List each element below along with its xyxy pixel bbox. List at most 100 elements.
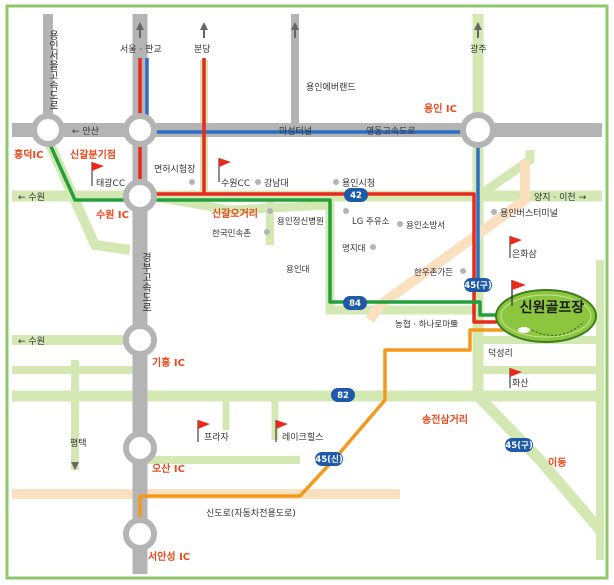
flag-icon (509, 236, 522, 258)
label-seoul-pangyo: 서울 · 판교 (120, 44, 162, 55)
arrow-up-icon-shaft (294, 30, 296, 38)
arrow-up-icon-shaft (203, 30, 205, 38)
destination-green[interactable] (495, 289, 597, 343)
dot-cityhall (333, 179, 339, 185)
route-red-east (204, 192, 505, 324)
route-orange (138, 328, 505, 520)
ic-singal-branch-circle[interactable] (123, 113, 157, 147)
ic-hongdeok-circle[interactable] (31, 113, 65, 147)
label-hwasan: 화산 (512, 378, 529, 389)
label-gwangju: 광주 (470, 43, 487, 55)
badge-45a (464, 278, 492, 292)
ic-giheung-circle[interactable] (123, 323, 157, 357)
arrow-down-icon (71, 462, 79, 470)
orange-light-roads (12, 160, 530, 499)
destination-inner-ring (500, 294, 592, 338)
label-osan-ic: 오산 IC (152, 462, 185, 475)
dot-myeonheo (189, 179, 195, 185)
dot-fire (397, 221, 403, 227)
ball-path (531, 321, 585, 336)
orange-road-ne (365, 160, 530, 323)
dot-lg (343, 208, 349, 214)
label-songjeon: 송전삼거리 (422, 413, 468, 426)
ic-osan-circle[interactable] (123, 431, 157, 465)
label-singal-branch: 신갈분기점 (70, 148, 116, 161)
flag-icon (275, 420, 288, 442)
dot-jeongsin (267, 208, 273, 214)
label-suwon-cc: 수원CC (221, 178, 250, 189)
label-praza: 프라자 (204, 432, 230, 443)
road-84-corridor (149, 191, 475, 315)
label-gangnam-univ: 강남대 (264, 178, 289, 189)
ic-seoan-circle[interactable] (123, 517, 157, 551)
arrow-up-icon (200, 22, 208, 30)
label-suwon-west-2: ← 수원 (18, 336, 45, 347)
destination-marker[interactable]: 신원골프장 (495, 280, 597, 343)
badge-45b (315, 452, 343, 466)
arrow-up-icon (136, 22, 144, 30)
label-yongin-seoul-highway: 용인서울고속도로 (47, 30, 59, 110)
route-green (46, 139, 500, 317)
label-yangji-icheon: 양지 · 이천 → (534, 192, 587, 203)
arrow-up-icon-shaft (477, 30, 479, 38)
dot-suwoncc (255, 179, 261, 185)
label-idong: 이동 (548, 456, 566, 469)
dot-myongji (370, 244, 376, 250)
label-pyeongtaek: 평택 (70, 438, 87, 449)
flag-icon (509, 368, 522, 388)
label-yongin-ic: 용인 IC (424, 102, 457, 115)
label-gyeongbu: 경부고속도로 (140, 251, 152, 312)
ic-suwon-circle[interactable] (123, 179, 157, 213)
badge-45c-text: 45(구) (505, 441, 533, 451)
label-hanuchon: 한우촌가든 (414, 268, 453, 278)
label-lg-station: LG 주유소 (352, 217, 390, 227)
golf-ball-icon (518, 327, 530, 333)
route-badges: 42 84 82 45(구) 45(신) 45(구) (315, 188, 533, 466)
badge-82 (331, 388, 355, 402)
golf-flags (91, 158, 522, 442)
road-idong (474, 392, 605, 534)
map-frame (5, 4, 609, 580)
flag-icon (197, 420, 210, 442)
interchange-circles (31, 112, 496, 551)
label-yeongdong: 영동고속도로 (366, 126, 416, 137)
badge-45b-text: 45(신) (315, 454, 343, 465)
landmark-dots (189, 179, 497, 326)
badge-42-text: 42 (350, 191, 362, 201)
destination-flag-icon (512, 280, 526, 290)
label-bus-terminal: 용인버스터미널 (500, 208, 558, 219)
arrow-up-icon (291, 22, 299, 30)
label-taegwang: 태광CC (96, 177, 125, 189)
route-blue (145, 58, 480, 280)
badge-82-text: 82 (337, 391, 349, 401)
badge-45c (505, 438, 533, 452)
label-ansan: ← 안산 (72, 126, 99, 137)
arrow-group (71, 22, 482, 470)
badge-84-text: 84 (349, 299, 361, 309)
arrow-up-icon (474, 22, 482, 30)
label-sindoro: 신도로(자동차전용도로) (206, 507, 296, 519)
label-lake-hills: 레이크힐스 (282, 431, 323, 443)
ic-yongin-circle[interactable] (460, 112, 496, 148)
label-jeongsin: 용인정신병원 (277, 216, 324, 227)
dot-nonghyup (452, 320, 458, 326)
dot-terminal (491, 209, 497, 215)
flag-icon (91, 162, 104, 186)
label-singal-cross: 신갈오거리 (212, 207, 258, 220)
label-myeonheo: 면허시험장 (154, 164, 195, 175)
label-hongdeok-ic: 홍덕IC (14, 148, 43, 161)
label-giheung-ic: 기흥 IC (152, 356, 185, 369)
badge-42 (344, 188, 368, 202)
badge-84 (343, 296, 367, 310)
label-fire-station: 용인소방서 (406, 220, 445, 231)
label-maseong-tunnel: 마성터널 (279, 126, 312, 137)
label-yongin-univ: 용인대 (286, 264, 309, 275)
label-seoan-ic: 서안성 IC (148, 550, 190, 563)
label-eunhwasam: 은화삼 (512, 249, 537, 260)
arrow-up-icon-shaft (139, 30, 141, 38)
label-deokseong: 덕성리 (488, 348, 513, 359)
label-everland: 용인에버랜드 (306, 82, 356, 93)
dot-minsok (264, 229, 270, 235)
label-myongji: 명지대 (342, 243, 365, 254)
